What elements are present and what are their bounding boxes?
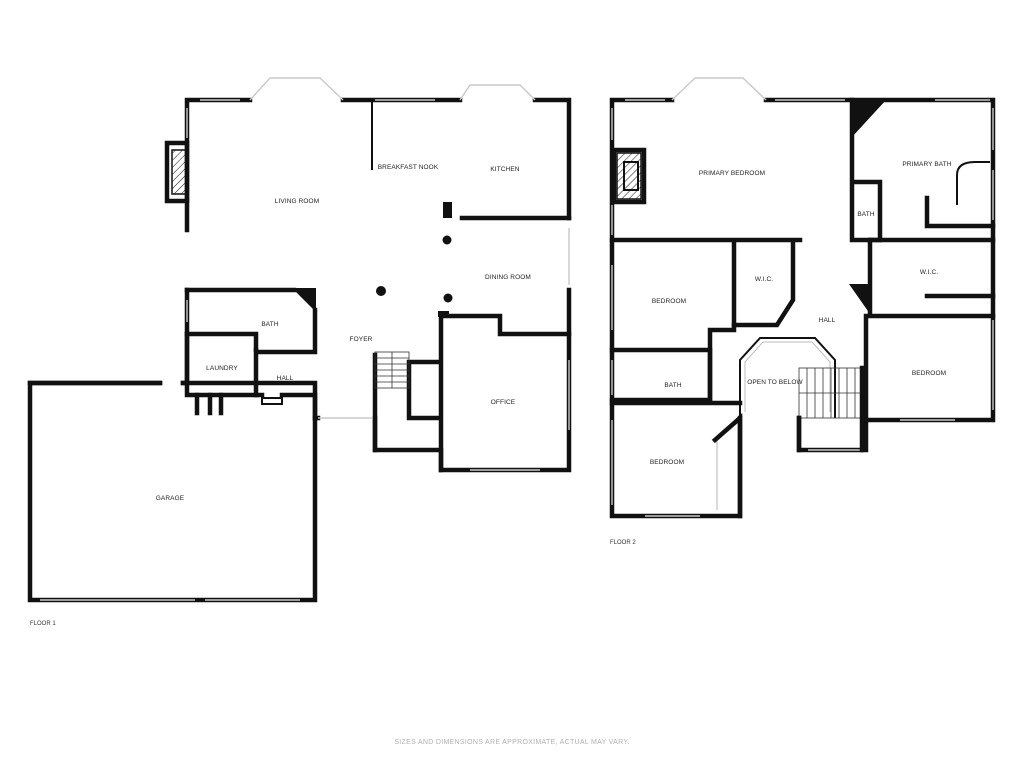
room-label-kitchen: KITCHEN [490,166,519,173]
laundry-stubs [194,392,224,416]
room-label-bedroom-left: BEDROOM [652,298,686,305]
room-label-wic-upper: W.I.C. [755,276,773,283]
primary-bath-walls [849,97,996,243]
room-label-bedroom-right: BEDROOM [912,370,946,377]
stairs-floor-1 [374,351,410,389]
room-label-laundry: LAUNDRY [206,365,238,372]
room-label-hall-floor-1: HALL [277,375,294,382]
room-label-open-to-below: OPEN TO BELOW [747,379,803,386]
hall-right-walls [863,237,996,423]
room-label-office: OFFICE [491,399,516,406]
room-label-bath-lower: BATH [664,382,681,389]
fireplace-firebox-floor-2 [623,161,639,191]
room-label-breakfast-nook: BREAKFAST NOOK [378,164,439,171]
room-label-dining-room: DINING ROOM [485,274,531,281]
room-label-foyer: FOYER [350,336,373,343]
bedroom-bottom-walls [711,413,743,519]
room-label-bath-upper: BATH [857,211,874,218]
room-label-living-room: LIVING ROOM [275,198,319,205]
room-label-hall-floor-2: HALL [819,317,836,324]
garage-walls [27,380,318,421]
open-to-below-inner [744,341,831,412]
floor-2-plan [609,77,996,519]
column-dot-2 [376,286,386,296]
stairs-floor-2 [798,367,863,419]
bath-corner-fill-floor-1 [292,288,316,312]
stair-well-walls-floor-1 [372,352,441,453]
floor-1-label: FLOOR 1 [30,621,56,627]
primary-bath-shower [956,161,990,205]
bath-lower-walls [609,347,743,406]
disclaimer-text: SIZES AND DIMENSIONS ARE APPROXIMATE, AC… [394,739,629,746]
room-label-garage: GARAGE [156,495,185,502]
office-column [438,311,449,317]
column-dot-3 [443,293,453,303]
room-label-primary-bedroom: PRIMARY BEDROOM [699,170,765,177]
fireplace-floor-2 [611,147,647,205]
room-label-primary-bath: PRIMARY BATH [902,161,951,168]
column-dot-1 [442,235,452,245]
floor-2-label: FLOOR 2 [610,540,636,546]
primary-bath-corner-fill [852,100,886,137]
room-label-bedroom-bottom: BEDROOM [650,459,684,466]
floor-1-windows [40,77,570,601]
floor-2-windows [611,77,994,517]
dining-office-wall [438,313,572,473]
floor-1-plan [27,77,572,603]
wic-right-walls [867,237,996,299]
room-label-wic-right: W.I.C. [920,269,938,276]
kitchen-column [443,202,452,218]
hall-corner-fill [849,284,870,314]
hall-door-swing [261,397,283,405]
fireplace-hatch-floor-1 [171,149,188,195]
open-to-below-railing [739,337,836,418]
room-label-bath-floor-1: BATH [261,321,278,328]
bedroom-wic-walls [609,237,803,328]
bath-walls-floor-1 [184,287,318,355]
stairwell-walls-floor-2 [796,365,865,453]
